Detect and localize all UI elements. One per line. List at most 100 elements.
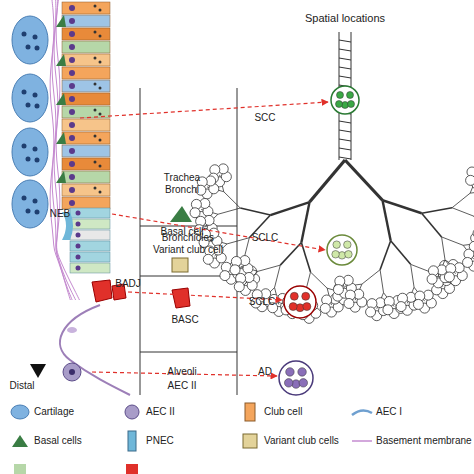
trachea-ring — [339, 49, 351, 51]
basc-icon — [172, 288, 190, 308]
airway-branch — [442, 237, 445, 260]
granule — [99, 9, 102, 12]
row-divider — [140, 352, 237, 353]
legend-text: PNEC — [146, 435, 174, 447]
alveolus — [444, 272, 454, 282]
column-divider — [140, 88, 141, 395]
legend-icon — [128, 431, 136, 451]
cell-nucleus — [69, 18, 75, 24]
granule — [94, 109, 97, 112]
legend-text: Cartilage — [34, 406, 74, 418]
cell-nucleus — [69, 109, 75, 115]
cartilage-nucleus — [35, 104, 40, 109]
granule — [94, 187, 97, 190]
airway-branch — [445, 260, 456, 274]
tumor-cell — [289, 303, 297, 311]
bronchiole-cell — [70, 263, 110, 273]
granule — [94, 57, 97, 60]
cartilage-nucleus — [33, 93, 38, 98]
bronchiole-cell — [70, 241, 110, 251]
granule — [94, 83, 97, 86]
epithelial-cell — [62, 93, 110, 105]
airway-branch — [258, 265, 280, 271]
granule — [94, 5, 97, 8]
variant-club-icon — [172, 258, 188, 272]
legend-text: Club cell — [264, 406, 302, 418]
cell-nucleus — [76, 255, 81, 260]
airway-branch — [411, 264, 414, 287]
text-label: Trachea Bronchi — [152, 172, 212, 196]
basal-cell — [56, 132, 66, 144]
cell-nucleus — [69, 5, 75, 11]
trachea-ring — [339, 67, 351, 69]
epithelial-cell — [62, 41, 110, 53]
airway-branch — [275, 265, 281, 287]
alveolus — [463, 257, 473, 267]
bronchiole-cell — [70, 208, 110, 218]
tumor-cell — [290, 292, 298, 300]
trachea-ring — [339, 148, 351, 150]
bronchiole-cell — [70, 230, 110, 240]
text-label: AD — [235, 366, 295, 378]
cell-nucleus — [69, 31, 75, 37]
trachea-ring — [339, 139, 351, 141]
epithelial-cell — [62, 28, 110, 40]
epithelial-cell — [62, 171, 110, 183]
basal-cell — [56, 93, 66, 105]
airway-branch — [227, 238, 249, 244]
text-label: Variant club cell — [143, 244, 233, 256]
tumor-cell — [336, 101, 343, 108]
epithelial-cell — [62, 80, 110, 92]
granule — [99, 139, 102, 142]
cell-nucleus — [76, 233, 81, 238]
airway-branch — [391, 241, 411, 265]
tumor-cell — [303, 303, 311, 311]
legend-icons — [11, 403, 372, 474]
airway-branch — [280, 242, 301, 265]
cartilage-nucleus — [26, 209, 31, 214]
basal-cell — [56, 171, 66, 183]
airway-branch — [224, 192, 241, 208]
alveolus — [413, 299, 423, 309]
basal-cell-icon — [170, 206, 192, 222]
alveolus — [427, 274, 437, 284]
tumor-cell — [333, 241, 341, 249]
airway-branch — [301, 202, 309, 242]
epithelial-cell — [62, 145, 110, 157]
alveolus — [466, 175, 474, 185]
cartilage-nucleus — [33, 35, 38, 40]
epithelial-cell — [62, 15, 110, 27]
cartilage-nucleus — [26, 157, 31, 162]
bronchiole-cell — [70, 252, 110, 262]
tumor-cell — [284, 379, 293, 388]
trachea-ring — [339, 40, 351, 42]
airway-branch — [310, 160, 345, 202]
airway-branch — [270, 202, 309, 215]
epithelial-cell — [62, 132, 110, 144]
tumor-cluster — [279, 361, 313, 395]
basal-cell — [56, 15, 66, 27]
cell-nucleus — [69, 83, 75, 89]
text-label: Spatial locations — [290, 12, 400, 24]
cell-nucleus — [69, 148, 75, 154]
epithelial-cell — [62, 54, 110, 66]
airway-branch — [311, 272, 328, 288]
legend-icon-cut — [14, 464, 26, 474]
alveolus — [333, 285, 343, 295]
legend-icon — [352, 410, 372, 415]
alveolus — [396, 302, 406, 312]
cartilage-nucleus — [33, 147, 38, 152]
epithelial-cell — [62, 2, 110, 14]
tumor-cell — [298, 368, 307, 377]
cell-nucleus — [69, 57, 75, 63]
granule — [99, 165, 102, 168]
tumor-cluster — [284, 286, 316, 318]
trachea-ring — [339, 157, 351, 159]
tumor-cell — [345, 251, 353, 258]
cell-nucleus — [69, 161, 75, 167]
airway-branch — [240, 208, 270, 215]
alveolus — [473, 228, 474, 238]
airway-branch — [452, 193, 470, 208]
cell-nucleus — [69, 96, 75, 102]
